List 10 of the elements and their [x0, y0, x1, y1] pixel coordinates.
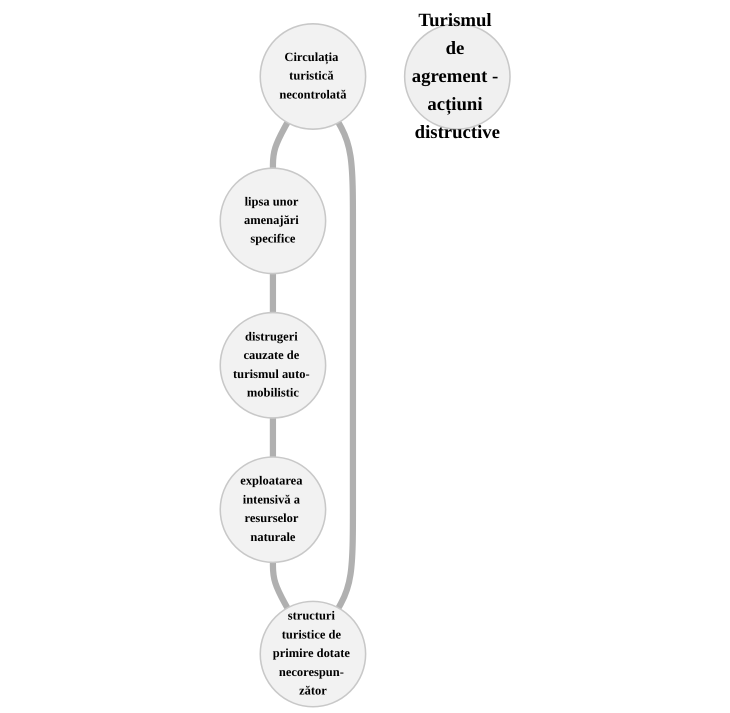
connector [270, 274, 276, 313]
connector [270, 418, 276, 457]
connector [336, 121, 356, 610]
node-circle: structuri turistice de primire dotate necorespun- zător [259, 600, 366, 708]
connector [270, 562, 290, 610]
node-circle: lipsa unor amenajări specifice [219, 167, 326, 274]
node-circle: distrugeri cauzate de turismul auto- mobilistic [219, 312, 326, 419]
node-circle: Circulația turistică necontrolată [259, 23, 366, 130]
connector [270, 121, 290, 168]
node-circle: exploatarea intensivă a resurselor naturale [219, 456, 326, 564]
